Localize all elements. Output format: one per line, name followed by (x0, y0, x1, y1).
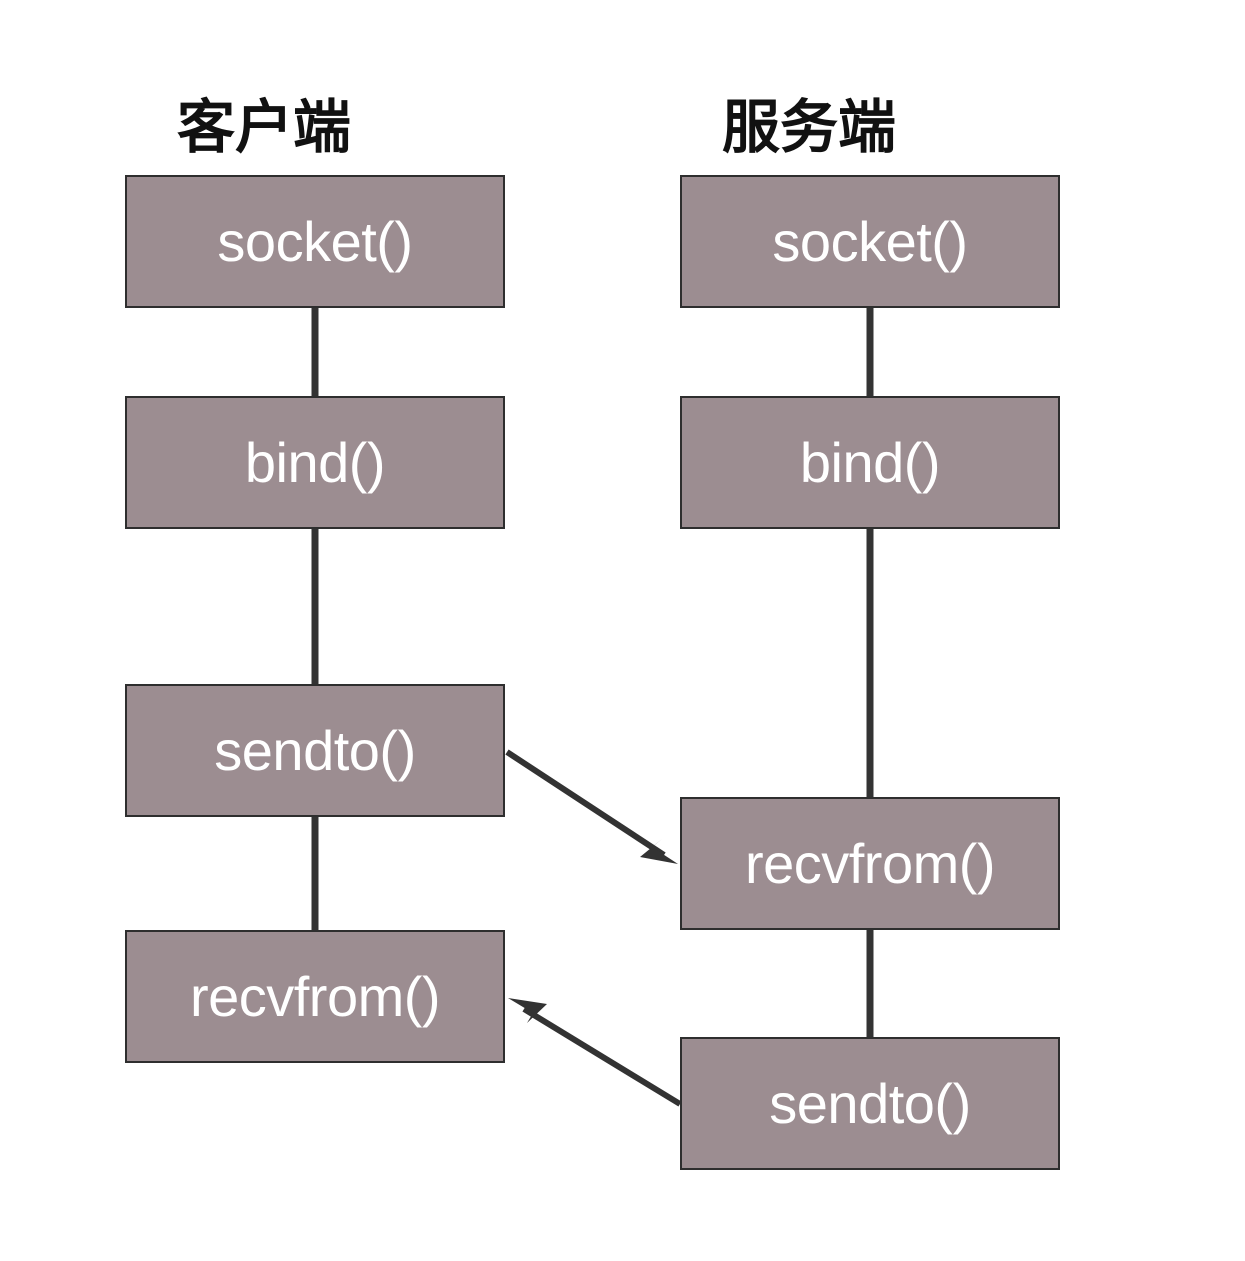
client-recvfrom-box: recvfrom() (125, 930, 505, 1063)
client-sendto-label: sendto() (214, 719, 416, 782)
client-bind-box: bind() (125, 396, 505, 529)
client-sendto-box: sendto() (125, 684, 505, 817)
server-socket-box: socket() (680, 175, 1060, 308)
server-bind-box: bind() (680, 396, 1060, 529)
server-sendto-box: sendto() (680, 1037, 1060, 1170)
arrow-server-sendto-to-client-recvfrom (522, 1006, 682, 1107)
client-bind-label: bind() (244, 431, 386, 494)
arrowhead-to-client-recvfrom (508, 998, 547, 1023)
arrowhead-to-server-recvfrom (640, 839, 678, 864)
client-title: 客户端 (177, 93, 352, 161)
server-recvfrom-label: recvfrom() (744, 832, 996, 895)
server-sendto-label: sendto() (769, 1072, 971, 1135)
client-recvfrom-label: recvfrom() (189, 965, 441, 1028)
server-socket-label: socket() (772, 210, 968, 273)
server-title: 服务端 (722, 93, 897, 161)
server-bind-label: bind() (799, 431, 941, 494)
client-socket-box: socket() (125, 175, 505, 308)
server-recvfrom-box: recvfrom() (680, 797, 1060, 930)
client-socket-label: socket() (217, 210, 413, 273)
arrow-client-sendto-to-server-recvfrom (505, 749, 666, 858)
